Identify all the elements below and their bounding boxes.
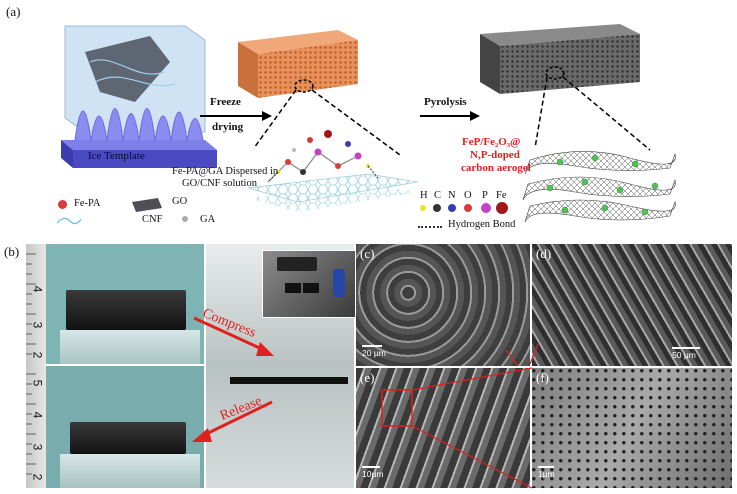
sem-panel-f [532, 368, 732, 488]
product-line3: carbon aerogel [461, 162, 531, 174]
aerogel-sample-top [66, 290, 186, 330]
scale-bar-c [362, 345, 382, 347]
atom-legend: H C N O P Fe [420, 190, 520, 220]
product-line1: FeP/Fe₂O₃@ [462, 136, 521, 148]
ga-legend-icon [182, 216, 188, 222]
glass-stand-top [60, 330, 200, 364]
zoom-lines [200, 66, 651, 156]
hydrogen-bond-label: Hydrogen Bond [448, 219, 516, 230]
fepa-legend-icon [58, 200, 67, 209]
panel-label-f: (f) [536, 370, 549, 385]
ruler-bottom-5: 5 [30, 379, 45, 387]
drying-label: drying [212, 121, 244, 133]
ruler-bottom-2: 2 [30, 473, 45, 481]
release-arrow [192, 400, 273, 442]
ruler-top-2: 2 [30, 351, 45, 359]
compress-arrow [193, 316, 274, 356]
molecular-structure [247, 122, 419, 218]
dispersed-line2: GO/CNF solution [182, 178, 257, 189]
dispersed-line1: Fe-PA@GA Dispersed in [172, 166, 279, 177]
panel-label-a: (a) [6, 4, 21, 19]
inset-photo [262, 250, 356, 318]
scale-label-d: 50 μm [672, 350, 696, 360]
sem-panel-c [356, 244, 530, 366]
ruler [26, 244, 46, 488]
freeze-label: Freeze [210, 96, 241, 108]
ga-legend-label: GA [200, 214, 216, 225]
scale-bar-d [672, 347, 700, 349]
product-line2: N,P-doped [470, 149, 520, 161]
ruler-top-3: 3 [30, 321, 45, 329]
sem-panel-e [356, 368, 530, 488]
zoom-box-e-to-f [381, 343, 539, 489]
aerogel-sample-bottom [70, 422, 186, 454]
ice-template-illustration [55, 22, 220, 170]
panel-label-e: (e) [360, 370, 375, 385]
pyrolysis-label: Pyrolysis [424, 96, 467, 108]
ice-template-label: Ice Template [88, 150, 145, 162]
scale-bar-e [362, 466, 380, 468]
scale-label-c: 20 μm [362, 348, 386, 358]
sem-panel-d [532, 244, 732, 366]
panel-label-c: (c) [360, 246, 375, 261]
go-legend-icon [130, 198, 164, 217]
glass-stand-bottom [60, 454, 200, 488]
go-legend-label: GO [172, 196, 188, 207]
orange-foam-block [238, 30, 358, 100]
scale-label-e: 10μm [362, 469, 384, 479]
scale-bar-f [538, 466, 554, 468]
ruler-top-4: 4 [30, 285, 45, 293]
panel-label-b: (b) [4, 244, 20, 259]
fepa-legend-label: Fe-PA [74, 198, 101, 209]
hydrogen-bond-line [418, 226, 442, 228]
cnf-legend-icon [56, 214, 82, 232]
scale-label-f: 1μm [538, 469, 555, 479]
ruler-bottom-3: 3 [30, 443, 45, 451]
cnf-legend-label: CNF [142, 214, 163, 225]
ruler-bottom-4: 4 [30, 411, 45, 419]
panel-label-d: (d) [536, 246, 552, 261]
carbon-sheets-illustration [520, 140, 680, 228]
compressed-sample [230, 377, 348, 384]
gray-foam-block [480, 24, 640, 96]
